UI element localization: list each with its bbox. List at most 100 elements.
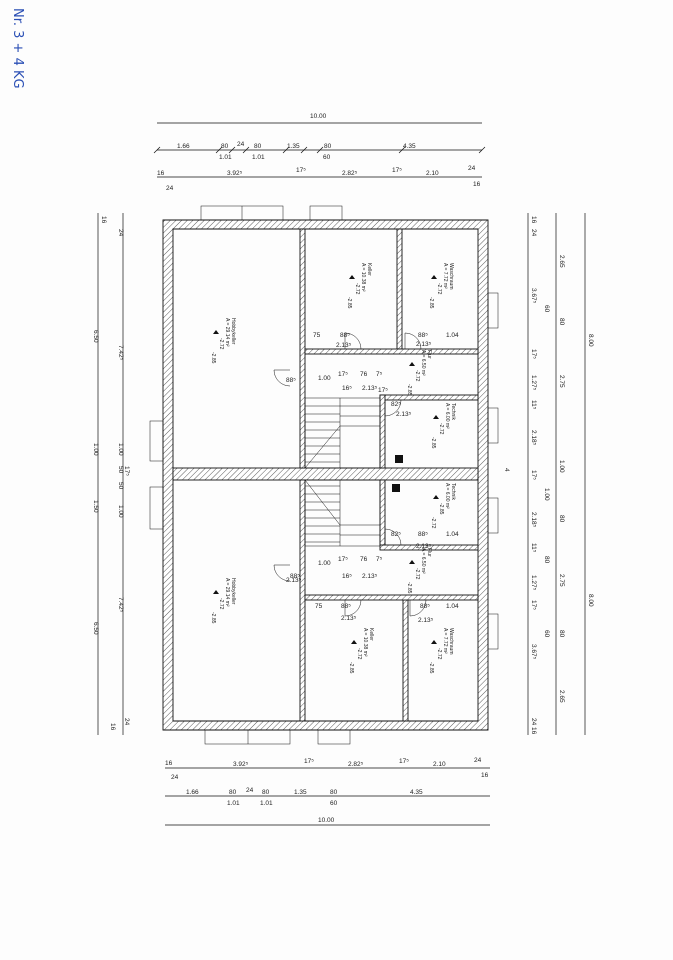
left-dimension-chains: 6.50 1.00 6.50 1.50 16 24 7.42⁵ 17⁵ 1.00… [92, 213, 130, 735]
room-level-1: -2.72 [354, 283, 360, 295]
dim-right-c2-11: 60 [543, 630, 550, 638]
dim-right-c1-7: 2.18⁵ [530, 430, 537, 446]
bottom-dimension-chains: 16 3.92⁵ 17⁵ 2.82⁵ 17⁵ 2.10 24 24 16 1.6… [165, 757, 490, 826]
wall-cellar-row-lower [304, 594, 479, 601]
dim-bot-r1-5: 17⁵ [399, 758, 409, 765]
dim-left-in-8: 1.00 [117, 505, 124, 518]
dim-bot-r1-sub2: 16 [481, 772, 489, 779]
wall-flur-tech-upper [379, 394, 479, 401]
dim-top-r3-sub2: 16 [473, 181, 481, 188]
room-area: A = 6.50 m² [420, 350, 426, 376]
party-wall [172, 467, 479, 481]
room-area: A = 6.00 m² [444, 403, 450, 429]
dim-top-r2-sub2: 1.01 [252, 154, 265, 161]
level-marker-icon [351, 640, 357, 644]
dim-right-c2-6: 80 [558, 515, 565, 523]
dim-right-c2-4: 2.75 [558, 375, 565, 388]
dim-top-r2-4: 80 [254, 143, 262, 150]
dim-top-r3-5: 17⁵ [392, 167, 402, 174]
dim-right-c3-2: 4 [503, 468, 510, 472]
dim-right-c3-1: 8.00 [587, 334, 594, 347]
opening-dim-4: 88⁵ [418, 332, 428, 339]
dim-left-in-11: 16 [109, 723, 116, 731]
level-marker-icon [433, 495, 439, 499]
wall-flur-tech-lower [379, 544, 479, 551]
dim-bot-r1-3: 17⁵ [304, 758, 314, 765]
dim-top-r3-3: 17⁵ [296, 167, 306, 174]
opening-dim-9: 17⁵ [338, 371, 348, 378]
dim-right-c2-7: 1.00 [543, 488, 550, 501]
room-area: A = 10.38 m² [362, 628, 368, 657]
dim-right-c1-12: 17⁵ [530, 600, 537, 610]
dim-left-in-1: 16 [100, 216, 107, 224]
room-area: A = 7.72 m² [442, 628, 448, 654]
opening-dim-6: 2.13⁵ [416, 341, 432, 348]
dim-right-c1-14: 24 [530, 718, 537, 726]
dim-left-outer-1: 6.50 [92, 330, 99, 343]
opening-dim-25: 16⁵ [342, 573, 352, 580]
dim-left-in-10: 24 [123, 718, 130, 726]
room-level-2: -2.85 [428, 297, 434, 309]
room-level-1: -2.85 [438, 503, 444, 515]
dim-right-c2-8: 80 [543, 556, 550, 564]
dim-bot-r1-1: 16 [165, 760, 173, 767]
opening-dim-23: 76 [360, 556, 368, 563]
opening-dim-30: 88⁵ [341, 603, 351, 610]
dim-right-c1-4: 17⁵ [530, 349, 537, 359]
dim-right-c1-13: 3.67⁵ [530, 644, 537, 660]
opening-dim-11: 7⁵ [376, 371, 383, 378]
dim-bot-r2-4: 80 [262, 789, 270, 796]
level-marker-icon [431, 640, 437, 644]
room-level-1: -2.72 [218, 598, 224, 610]
level-marker-icon [409, 362, 415, 366]
dim-right-c1-15: 16 [530, 727, 537, 735]
dim-left-in-7: 50 [117, 482, 124, 490]
room-area: A = 10.38 m² [360, 263, 366, 292]
opening-dim-8: 1.00 [318, 375, 331, 382]
dim-left-in-9: 7.42⁵ [117, 597, 124, 613]
dim-left-outer-4: 1.50 [92, 500, 99, 513]
room-level-2: -2.85 [406, 582, 412, 594]
dim-top-total: 10.00 [310, 113, 327, 120]
dim-bot-r2-sub3: 60 [330, 800, 338, 807]
dim-right-c1-3: 3.67⁵ [530, 288, 537, 304]
room-name: Hobbykeller [230, 578, 236, 605]
dim-bot-r1-7: 24 [474, 757, 482, 764]
dim-top-r3-1: 16 [157, 170, 165, 177]
outer-wall [162, 219, 489, 731]
dim-bot-r2-3: 24 [246, 787, 254, 794]
dim-left-outer-2: 1.00 [92, 443, 99, 456]
dim-top-r3-6: 2.10 [426, 170, 439, 177]
opening-dim-10: 76 [360, 371, 368, 378]
opening-dim-18: 1.04 [446, 531, 459, 538]
opening-dim-12: 16⁵ [342, 385, 352, 392]
room-level-1: -2.72 [436, 648, 442, 660]
dim-right-c2-2: 60 [543, 305, 550, 313]
right-dimension-chains: 16243.67⁵17⁵1.27⁵11⁵2.18⁵17⁵2.18⁵11⁵1.27… [503, 213, 594, 735]
opening-dim-24: 7⁵ [376, 556, 383, 563]
windows [149, 205, 499, 745]
opening-dim-13: 2.13⁵ [362, 385, 378, 392]
dim-right-c1-11: 1.27⁵ [530, 575, 537, 591]
room-level-2: -2.85 [210, 352, 216, 364]
dim-bot-r2-sub2: 1.01 [260, 800, 273, 807]
opening-dim-32: 88⁵ [420, 603, 430, 610]
room-level-2: -2.85 [346, 297, 352, 309]
dim-top-r3-7: 24 [468, 165, 476, 172]
building-plan [149, 205, 499, 745]
dim-top-r3-2: 3.92⁵ [227, 170, 243, 177]
dim-top-r2-7: 4.35 [403, 143, 416, 150]
opening-dim-15: 82⁵ [391, 401, 401, 408]
handwritten-note: Nr. 3 + 4 KG [10, 8, 25, 89]
dim-bot-r2-6: 80 [330, 789, 338, 796]
opening-dim-2: 88⁵ [340, 332, 350, 339]
room-level-1: -2.72 [356, 648, 362, 660]
room-name: Technik [450, 403, 456, 420]
